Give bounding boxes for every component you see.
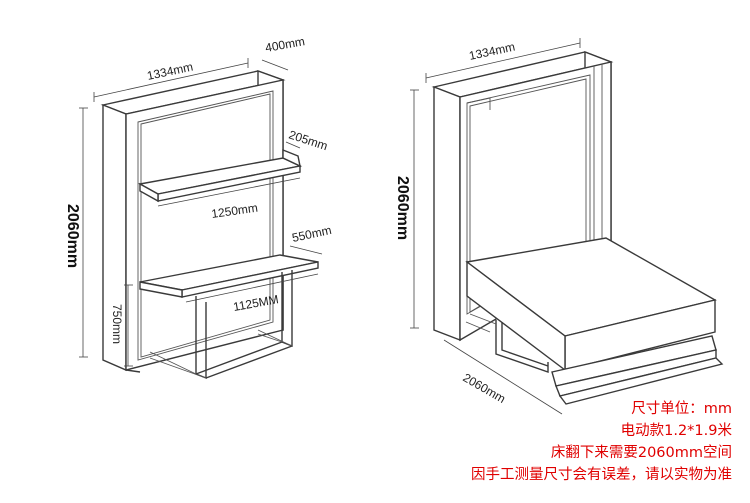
- right-dimensions: [410, 38, 581, 415]
- left-cabinet-inner: [137, 90, 274, 361]
- right-bed-drawing: [431, 50, 724, 405]
- left-depth-label: 400mm: [264, 34, 306, 55]
- shelf-depth-label: 205mm: [287, 128, 329, 154]
- bed-support-leg: [495, 320, 549, 373]
- desk-height-label: 750mm: [110, 304, 124, 344]
- notes-block: 尺寸单位：mm 电动款1.2*1.9米 床翻下来需要2060mm空间 因手工测量…: [471, 398, 732, 486]
- left-height-label: 2060mm: [64, 204, 81, 268]
- right-height-label: 2060mm: [394, 176, 411, 240]
- desk-depth-label: 550mm: [291, 223, 333, 245]
- left-dimensions: [79, 58, 323, 367]
- left-cabinet-front: [125, 79, 284, 371]
- right-cabinet-left-panel: [433, 85, 461, 342]
- note-unit: 尺寸单位：mm: [631, 401, 732, 417]
- note-model: 电动款1.2*1.9米: [620, 423, 732, 439]
- left-cabinet-drawing: [100, 70, 319, 380]
- note-disclaimer: 因手工测量尺寸会有误差，请以实物为准: [471, 467, 732, 483]
- note-space: 床翻下来需要2060mm空间: [550, 445, 732, 461]
- shelf-width-label: 1250mm: [210, 201, 258, 221]
- left-width-label: 1334mm: [146, 60, 195, 83]
